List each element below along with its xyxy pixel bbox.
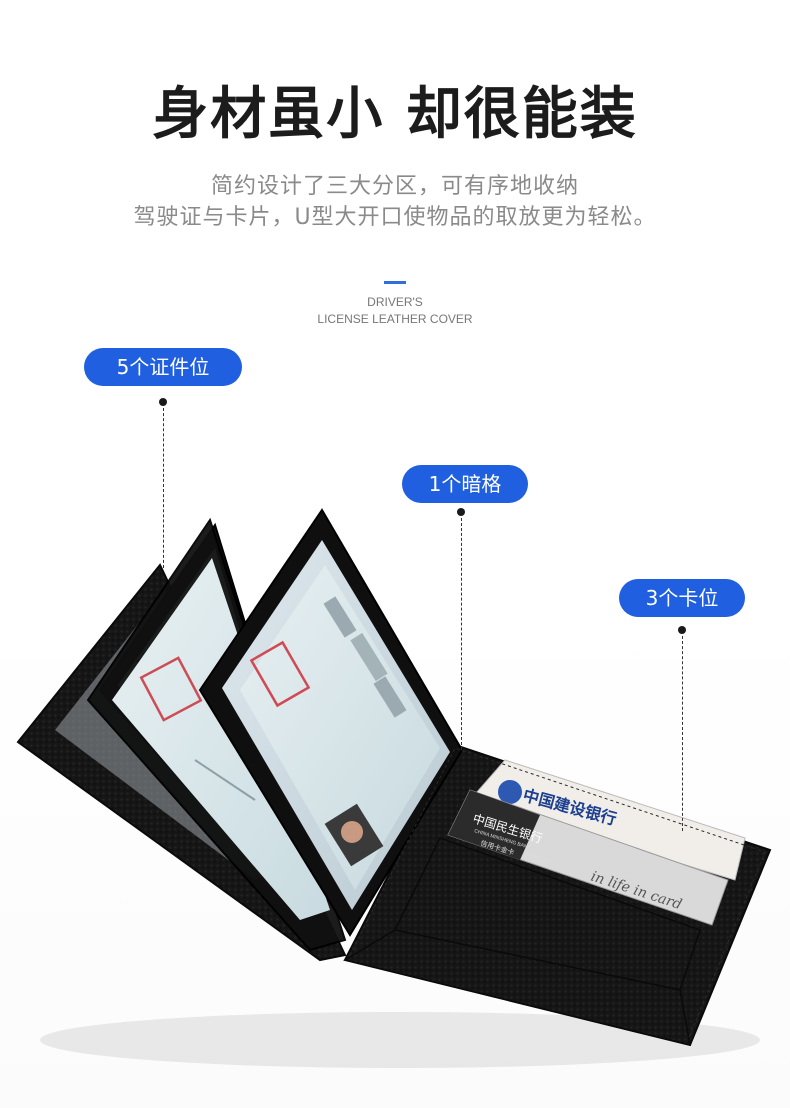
license-card (240, 565, 440, 890)
wallet-front-bottom (343, 929, 691, 1047)
subtitle-line-2: 驾驶证与卡片，U型大开口使物品的取放更为轻松。 (133, 205, 657, 230)
callout-hidden-pocket: 1个暗格 (402, 465, 528, 503)
license-blur-1 (323, 596, 357, 638)
callout-dot-3 (678, 626, 686, 634)
english-label-line-1: DRIVER'S (367, 295, 423, 309)
callout-line-2 (461, 518, 462, 750)
card-cmbc-dark (448, 790, 540, 860)
callout-dot-1 (159, 398, 167, 406)
callout-dot-2 (457, 508, 465, 516)
accent-divider (384, 281, 406, 284)
callout-line-3 (682, 636, 683, 831)
callout-id-slots: 5个证件位 (84, 348, 242, 386)
stamp-2 (139, 656, 203, 722)
license-blur-2 (350, 632, 388, 682)
english-label-line-2: LICENSE LEATHER COVER (317, 312, 473, 326)
license-stamp (249, 640, 311, 708)
id-text-row (194, 759, 256, 801)
wallet-shadow (40, 1012, 760, 1068)
stitch-line (349, 747, 766, 1041)
callout-line-1 (163, 408, 164, 568)
page-title: 身材虽小 却很能装 (152, 82, 638, 147)
license-photo-face (341, 821, 363, 843)
callout-card-slots: 3个卡位 (619, 579, 745, 617)
id-card-2 (112, 558, 330, 920)
license-blur-3 (373, 676, 407, 718)
subtitle-line-1: 简约设计了三大分区，可有序地收纳 (210, 174, 579, 199)
ccb-logo-icon (498, 780, 522, 804)
